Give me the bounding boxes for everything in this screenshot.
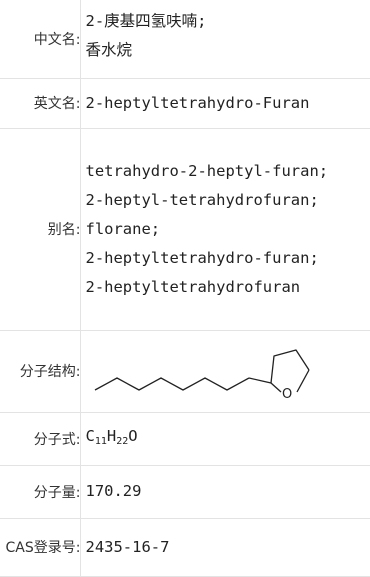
formula-c: C — [85, 426, 95, 445]
value-molecular-weight: 170.29 — [80, 465, 370, 519]
row-cas: CAS登录号: 2435-16-7 — [0, 518, 370, 577]
label-english-name: 英文名: — [0, 78, 82, 129]
chinese-name-line-1: 2-庚基四氢呋喃; — [85, 11, 207, 30]
synonym-item: tetrahydro-2-heptyl-furan; — [85, 161, 329, 180]
molecular-structure-image: O — [95, 349, 311, 402]
row-chinese-name: 中文名: 2-庚基四氢呋喃; 香水烷 — [0, 0, 370, 79]
label-formula: 分子式: — [0, 412, 82, 466]
value-formula: C11H22O — [80, 412, 370, 466]
synonym-item: florane; — [85, 219, 161, 238]
value-structure: O — [80, 330, 370, 413]
heptyl-chain — [95, 377, 250, 391]
label-chinese-name: 中文名: — [0, 0, 82, 79]
row-molecular-weight: 分子量: 170.29 — [0, 465, 370, 519]
ring-bond-o-right — [296, 369, 311, 393]
synonym-item: 2-heptyltetrahydro-furan; — [85, 248, 319, 267]
value-cas: 2435-16-7 — [80, 518, 370, 577]
chinese-name-line-2: 香水烷 — [85, 40, 132, 59]
formula-h: H — [106, 426, 117, 445]
value-synonyms: tetrahydro-2-heptyl-furan; 2-heptyl-tetr… — [80, 128, 370, 331]
synonym-item: 2-heptyl-tetrahydrofuran; — [85, 190, 319, 209]
row-structure: 分子结构: O — [0, 330, 370, 413]
row-formula: 分子式: C11H22O — [0, 412, 370, 466]
formula-o: O — [128, 426, 138, 445]
furan-ring — [249, 349, 311, 384]
ring-bond-o-left — [271, 382, 282, 393]
label-structure: 分子结构: — [0, 330, 82, 413]
formula-c-count: 11 — [94, 435, 107, 447]
label-molecular-weight: 分子量: — [0, 465, 82, 519]
label-cas: CAS登录号: — [0, 518, 82, 577]
row-english-name: 英文名: 2-heptyltetrahydro-Furan — [0, 78, 370, 129]
row-synonyms: 别名: tetrahydro-2-heptyl-furan; 2-heptyl-… — [0, 128, 370, 331]
label-synonyms: 别名: — [0, 128, 82, 331]
formula-h-count: 22 — [116, 435, 129, 447]
value-english-name: 2-heptyltetrahydro-Furan — [80, 78, 370, 129]
synonym-item: 2-heptyltetrahydrofuran — [85, 277, 301, 296]
value-chinese-name: 2-庚基四氢呋喃; 香水烷 — [80, 0, 370, 79]
oxygen-atom-label: O — [282, 387, 292, 402]
